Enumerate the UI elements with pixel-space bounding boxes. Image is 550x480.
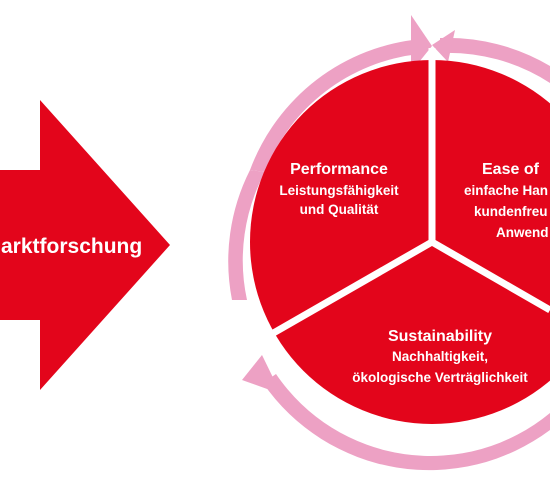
cycle-arrowhead-top [411, 15, 432, 72]
ease-title: Ease of [482, 161, 540, 178]
ease-line2: kundenfreu [474, 204, 548, 219]
cycle-ring-arrow-top [250, 39, 422, 172]
ease-line1: einfache Han [464, 183, 548, 198]
market-research-arrow [0, 100, 170, 390]
segment-dividers [254, 48, 550, 347]
sustainability-title: Sustainability [388, 328, 492, 345]
performance-line1: Leistungsfähigkeit [279, 183, 399, 198]
cycle-ring-arc-right [440, 37, 550, 83]
cycle-arrowhead-right [432, 30, 455, 62]
cycle-ring-arrow-left [263, 374, 550, 471]
performance-line2: und Qualität [300, 202, 379, 217]
cycle-circle [250, 60, 550, 424]
ease-line3: Anwend [496, 225, 549, 240]
sustainability-line2: ökologische Verträglichkeit [352, 370, 528, 385]
performance-title: Performance [290, 161, 388, 178]
cycle-arrowhead-left [242, 355, 281, 394]
arrow-label: arktforschung [1, 235, 142, 258]
cycle-ring-arc-upper [228, 170, 265, 300]
sustainability-line1: Nachhaltigkeit, [392, 349, 488, 364]
